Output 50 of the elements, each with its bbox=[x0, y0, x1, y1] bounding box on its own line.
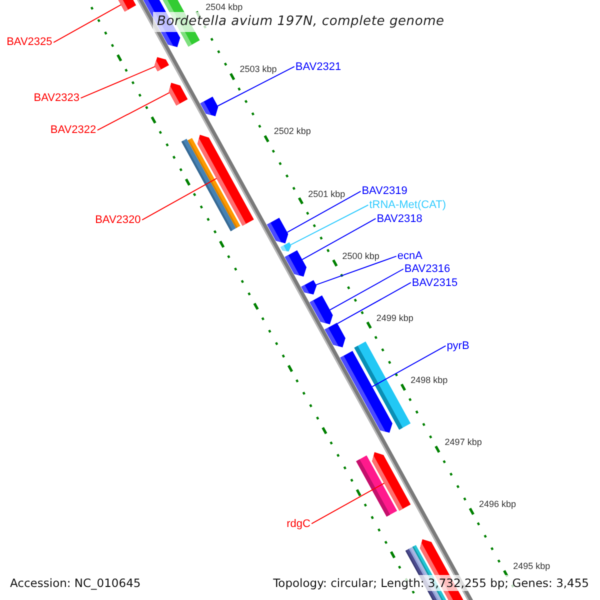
gene-bar bbox=[154, 57, 169, 72]
leader-line bbox=[96, 92, 170, 131]
gene-label: BAV2320 bbox=[95, 214, 141, 226]
gene-label: BAV2315 bbox=[412, 276, 458, 289]
gene-bar bbox=[310, 295, 333, 324]
leader-line bbox=[217, 66, 295, 106]
leader-line bbox=[286, 190, 362, 233]
tick-label: 2500 kbp bbox=[342, 250, 380, 261]
gene-label: BAV2319 bbox=[362, 185, 408, 198]
tick-label: 2502 kbp bbox=[274, 126, 311, 136]
gene-label: ecnA bbox=[397, 250, 422, 262]
tick-label: 2501 kbp bbox=[308, 188, 346, 198]
gene-bar bbox=[200, 96, 218, 116]
gene-bar bbox=[118, 0, 136, 12]
gene-label: tRNA-Met(CAT) bbox=[369, 199, 446, 211]
gene-label: BAV2318 bbox=[376, 212, 422, 225]
gene-bar bbox=[168, 82, 188, 106]
tick-label: 2504 kbp bbox=[206, 2, 243, 12]
tick-label: 2499 kbp bbox=[376, 312, 414, 323]
tick-label: 2497 kbp bbox=[444, 436, 482, 447]
accession-text: Accession: NC_010645 bbox=[8, 575, 143, 591]
tick-label: 2495 kbp bbox=[513, 561, 550, 572]
gene-bar bbox=[301, 280, 317, 294]
leader-line bbox=[80, 66, 156, 99]
leader-line bbox=[142, 178, 217, 220]
gene-bar bbox=[280, 242, 292, 252]
gene-label: pyrB bbox=[446, 340, 470, 352]
leader-line bbox=[372, 345, 446, 388]
gene-label: BAV2316 bbox=[404, 263, 450, 275]
leader-line bbox=[311, 482, 385, 524]
gene-bar bbox=[198, 134, 254, 226]
gene-label: BAV2322 bbox=[50, 124, 96, 136]
gene-label: BAV2325 bbox=[6, 36, 52, 48]
gene-label: BAV2321 bbox=[295, 60, 342, 73]
gene-bar bbox=[340, 350, 392, 433]
tick-label: 2498 kbp bbox=[410, 374, 448, 385]
leader-line bbox=[329, 268, 404, 310]
gene-label: rdgC bbox=[286, 518, 310, 530]
leader-line bbox=[302, 218, 376, 260]
gene-bar bbox=[267, 218, 288, 244]
leader-line bbox=[290, 204, 369, 246]
leader-line bbox=[53, 4, 122, 43]
gene-label: BAV2323 bbox=[34, 92, 80, 104]
gene-bar bbox=[324, 322, 346, 348]
tick-label: 2503 kbp bbox=[240, 64, 277, 74]
leader-line bbox=[337, 282, 412, 324]
gene-bar bbox=[284, 250, 306, 277]
gene-bar bbox=[372, 452, 411, 511]
tick-label: 2496 kbp bbox=[479, 499, 516, 510]
genome-stats-text: Topology: circular; Length: 3,732,255 bp; Genes: 3,455 bbox=[271, 575, 591, 591]
